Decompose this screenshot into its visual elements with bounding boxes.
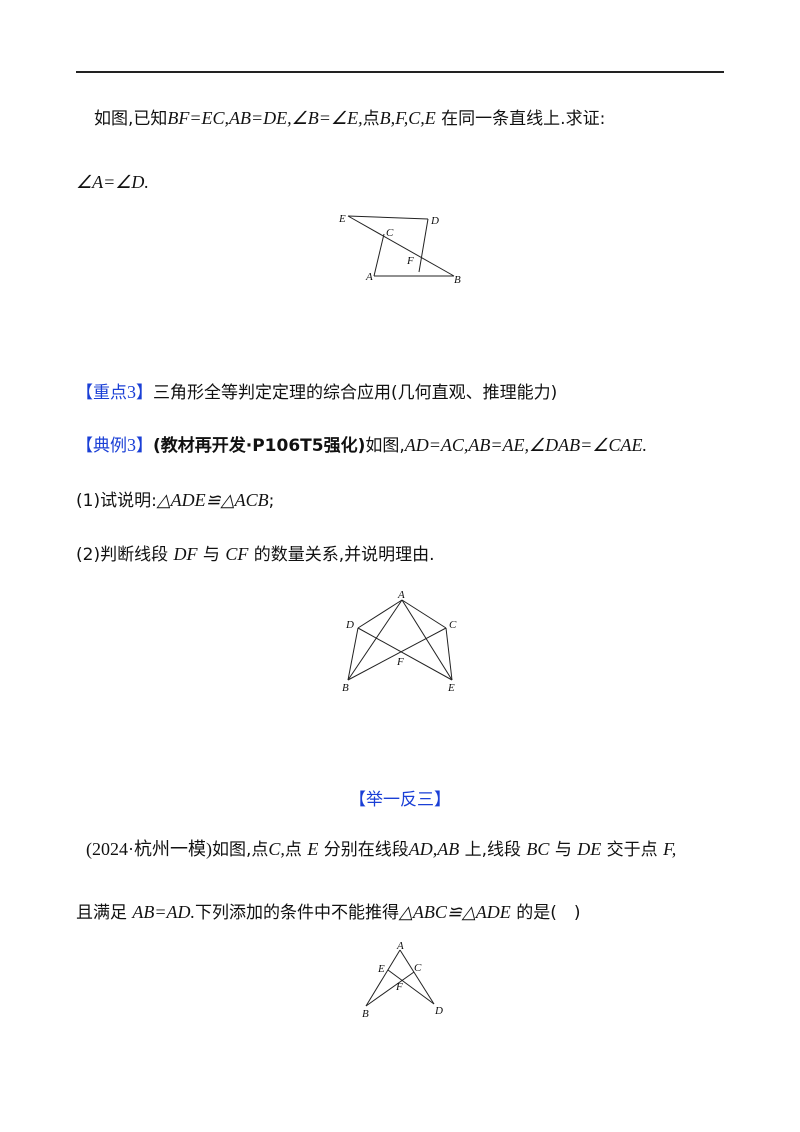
math: BF=EC,AB=DE,∠B=∠E,	[167, 108, 363, 128]
label-F: F	[406, 255, 414, 267]
tag: 【重点	[76, 383, 127, 403]
tag: 】	[136, 383, 153, 403]
example-3-q1: (1)试说明:△ADE≌△ACB;	[76, 488, 274, 513]
math: B,F,C,E	[379, 108, 436, 128]
text: (2)判断线段	[76, 545, 169, 565]
label-B: B	[454, 274, 461, 286]
text: 上,线段	[464, 840, 522, 860]
label-F: F	[395, 981, 403, 993]
label-D: D	[434, 1005, 443, 1017]
source: (2024·杭州一模)	[86, 839, 212, 859]
math: AB=AD.	[132, 902, 196, 922]
math: ∠A=∠D.	[76, 172, 149, 192]
text: 与	[202, 545, 220, 565]
text: 如图,	[365, 436, 405, 456]
figure-3: A E C F B D	[362, 940, 443, 1020]
math: F,	[663, 839, 677, 859]
practice-title: 【举一反三】	[349, 790, 451, 810]
problem1-line1: 如图,已知BF=EC,AB=DE,∠B=∠E,点B,F,C,E 在同一条直线上.…	[94, 106, 605, 131]
label-C: C	[386, 227, 394, 239]
text: 的数量关系,并说明理由.	[253, 545, 435, 565]
text: 与	[554, 840, 572, 860]
math: DE	[577, 839, 602, 859]
label-E: E	[338, 213, 346, 225]
text: 三角形全等判定定理的综合应用(几何直观、推理能力)	[153, 383, 558, 403]
text: 如图,已知	[94, 109, 168, 129]
text: 且满足	[76, 903, 127, 923]
example-3-q2: (2)判断线段 DF 与 CF 的数量关系,并说明理由.	[76, 542, 435, 567]
text: 点	[362, 109, 380, 129]
practice-line1: (2024·杭州一模)如图,点C,点 E 分别在线段AD,AB 上,线段 BC …	[86, 837, 676, 862]
tag: 】	[136, 436, 153, 456]
math: △ABC≌△ADE	[399, 902, 511, 922]
figure-2: A D C F B E	[342, 589, 457, 694]
label-C: C	[414, 962, 422, 974]
label-A: A	[397, 589, 405, 601]
tag-number: 3	[127, 435, 136, 455]
tag-number: 3	[127, 382, 136, 402]
tag: 【典例	[76, 436, 127, 456]
math: AD,AB	[408, 839, 460, 859]
header-rule	[76, 71, 724, 73]
label-B: B	[342, 682, 349, 694]
math: C,	[268, 839, 285, 859]
practice-line2: 且满足 AB=AD.下列添加的条件中不能推得△ABC≌△ADE 的是( )	[76, 900, 580, 925]
label-E: E	[377, 963, 385, 975]
text: 交于点	[606, 840, 658, 860]
text: ;	[268, 491, 275, 511]
label-D: D	[430, 215, 439, 227]
text: (1)试说明:	[76, 491, 157, 511]
text: 的是( )	[516, 903, 581, 923]
figure-1: E D C F A B	[338, 213, 461, 286]
math: BC	[526, 839, 550, 859]
label-C: C	[449, 619, 457, 631]
example-3: 【典例3】(教材再开发·P106T5强化)如图,AD=AC,AB=AE,∠DAB…	[76, 433, 647, 458]
math: △ADE≌△ACB	[156, 490, 269, 510]
math: DF	[173, 544, 198, 564]
label-F: F	[396, 656, 404, 668]
math: CF	[225, 544, 249, 564]
source: (教材再开发·P106T5强化)	[153, 436, 366, 456]
label-D: D	[345, 619, 354, 631]
text: 分别在线段	[323, 840, 409, 860]
label-A: A	[365, 271, 373, 283]
problem1-line2: ∠A=∠D.	[76, 170, 149, 195]
math: AD=AC,AB=AE,∠DAB=∠CAE.	[404, 435, 647, 455]
text: 点	[284, 840, 302, 860]
text: 在同一条直线上.求证:	[441, 109, 606, 129]
text: 如图,点	[211, 840, 269, 860]
label-B: B	[362, 1008, 369, 1020]
label-A: A	[396, 940, 404, 952]
key-point-3: 【重点3】三角形全等判定定理的综合应用(几何直观、推理能力)	[76, 380, 557, 405]
math: E	[307, 839, 319, 859]
label-E: E	[447, 682, 455, 694]
text: 下列添加的条件中不能推得	[195, 903, 400, 923]
